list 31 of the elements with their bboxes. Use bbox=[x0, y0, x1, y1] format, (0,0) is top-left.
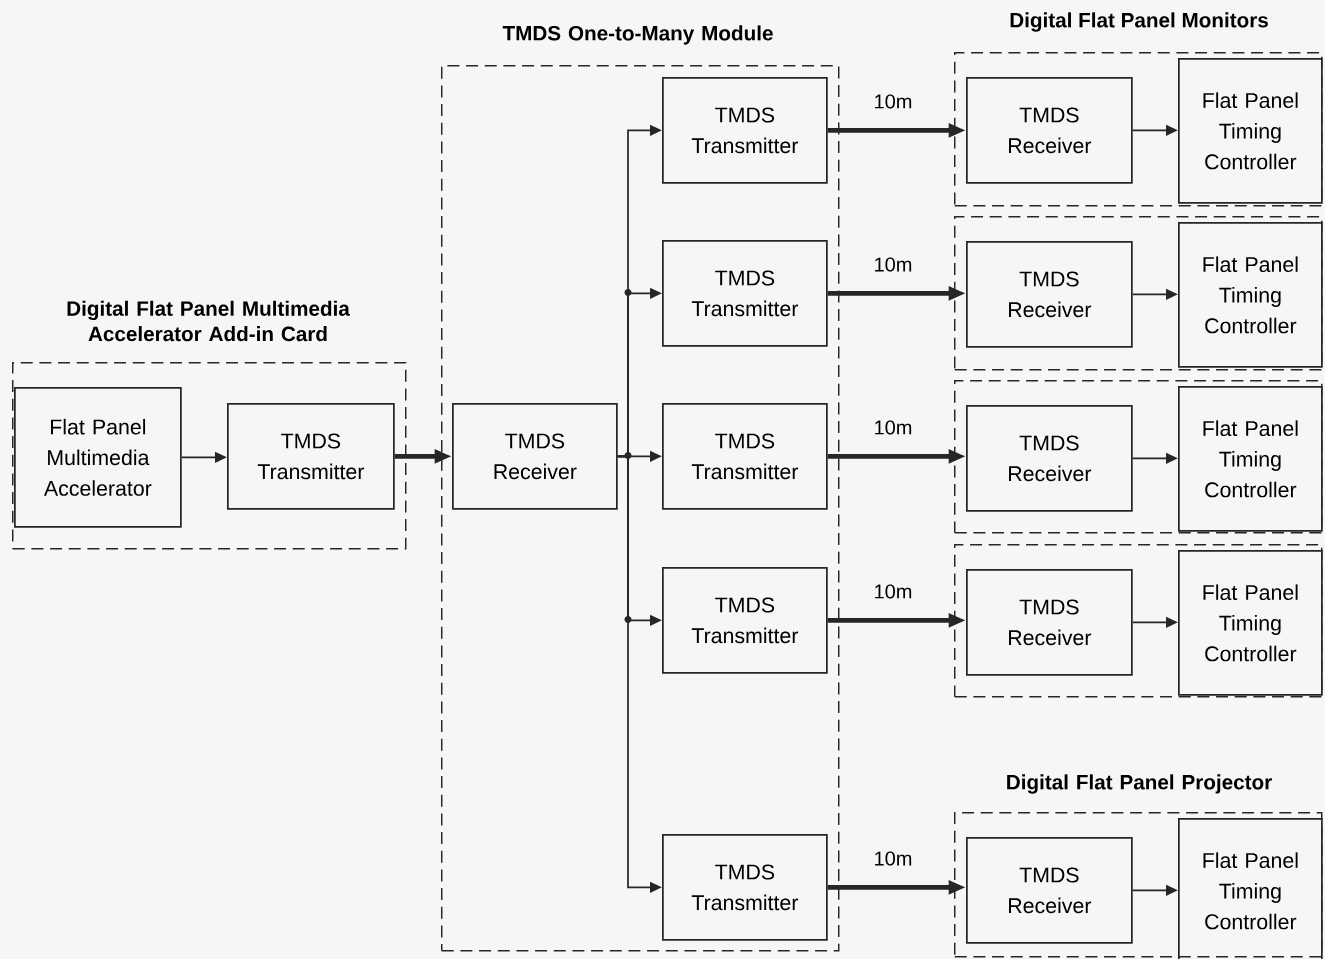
node-label: Digital Flat Panel Projector bbox=[1007, 774, 1272, 794]
edge-label: 10m bbox=[875, 94, 912, 109]
block-box: TMDS Receiver bbox=[966, 837, 1133, 944]
heading: Digital Flat Panel Monitors bbox=[1010, 12, 1268, 32]
dashed-group-box bbox=[954, 216, 1323, 371]
block-box: TMDS Transmitter bbox=[662, 77, 828, 184]
dashed-group-box bbox=[954, 380, 1323, 534]
block-box: TMDS Transmitter bbox=[662, 567, 828, 674]
dashed-group-box bbox=[954, 52, 1323, 207]
block-box: TMDS Transmitter bbox=[662, 403, 828, 510]
block-box: TMDS Transmitter bbox=[227, 403, 395, 510]
edge-label: 10m bbox=[875, 420, 912, 435]
block-box: Flat Panel Timing Controller bbox=[1178, 222, 1323, 368]
block-box: TMDS Transmitter bbox=[662, 834, 828, 941]
block-box: Flat Panel Multimedia Accelerator bbox=[14, 387, 182, 528]
edge-label: 10m bbox=[875, 851, 912, 866]
block-box: TMDS Receiver bbox=[966, 77, 1133, 184]
block-box: TMDS Receiver bbox=[452, 403, 618, 510]
edge-label: 10m bbox=[875, 584, 912, 599]
node-label: Digital Flat Panel Multimedia Accelerator Add-in Card bbox=[67, 300, 350, 342]
dashed-group-box bbox=[954, 544, 1323, 698]
block-box: TMDS Transmitter bbox=[662, 240, 828, 347]
block-box: Flat Panel Timing Controller bbox=[1178, 386, 1323, 532]
block-box: Flat Panel Timing Controller bbox=[1178, 818, 1323, 959]
block-box: Flat Panel Timing Controller bbox=[1178, 58, 1323, 204]
block-box: TMDS Receiver bbox=[966, 405, 1133, 512]
node-label: TMDS One-to-Many Module bbox=[502, 25, 773, 45]
block-box: TMDS Receiver bbox=[966, 241, 1133, 348]
block-box: Flat Panel Timing Controller bbox=[1178, 550, 1323, 696]
block-box: TMDS Receiver bbox=[966, 569, 1133, 676]
edge-label: 10m bbox=[875, 257, 912, 272]
